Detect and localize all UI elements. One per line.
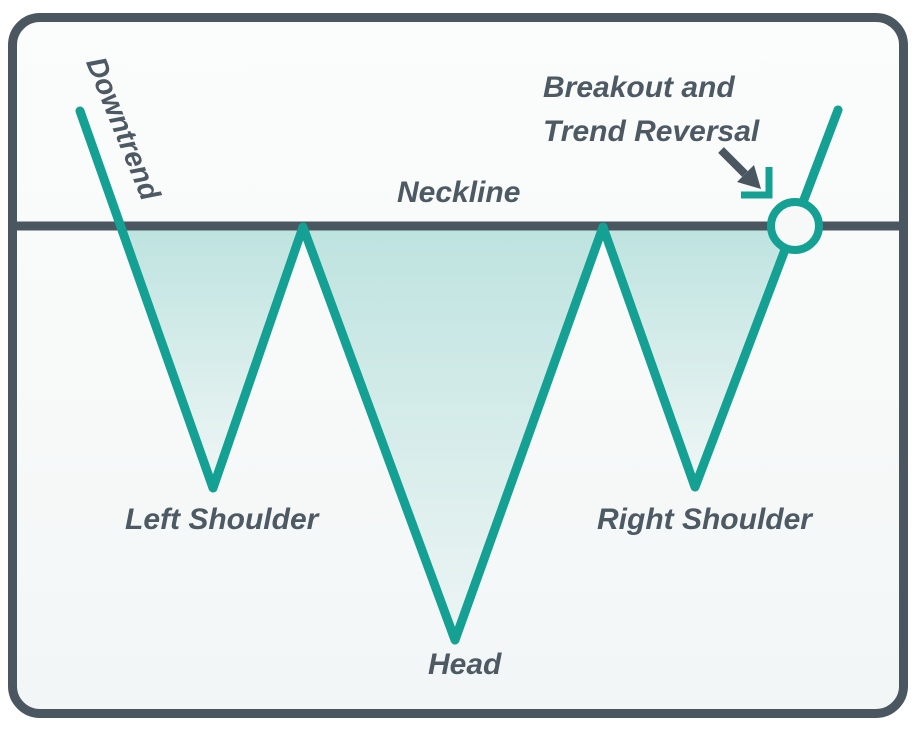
- neckline-label: Neckline: [397, 176, 521, 209]
- breakout-label: Breakout and Trend Reversal: [543, 66, 759, 154]
- head-label: Head: [428, 648, 502, 681]
- breakout-label-line1: Breakout and: [543, 71, 735, 104]
- right-shoulder-label: Right Shoulder: [597, 503, 812, 536]
- pattern-card: [8, 13, 908, 718]
- left-shoulder-label: Left Shoulder: [125, 503, 319, 536]
- breakout-label-line2: Trend Reversal: [543, 115, 760, 148]
